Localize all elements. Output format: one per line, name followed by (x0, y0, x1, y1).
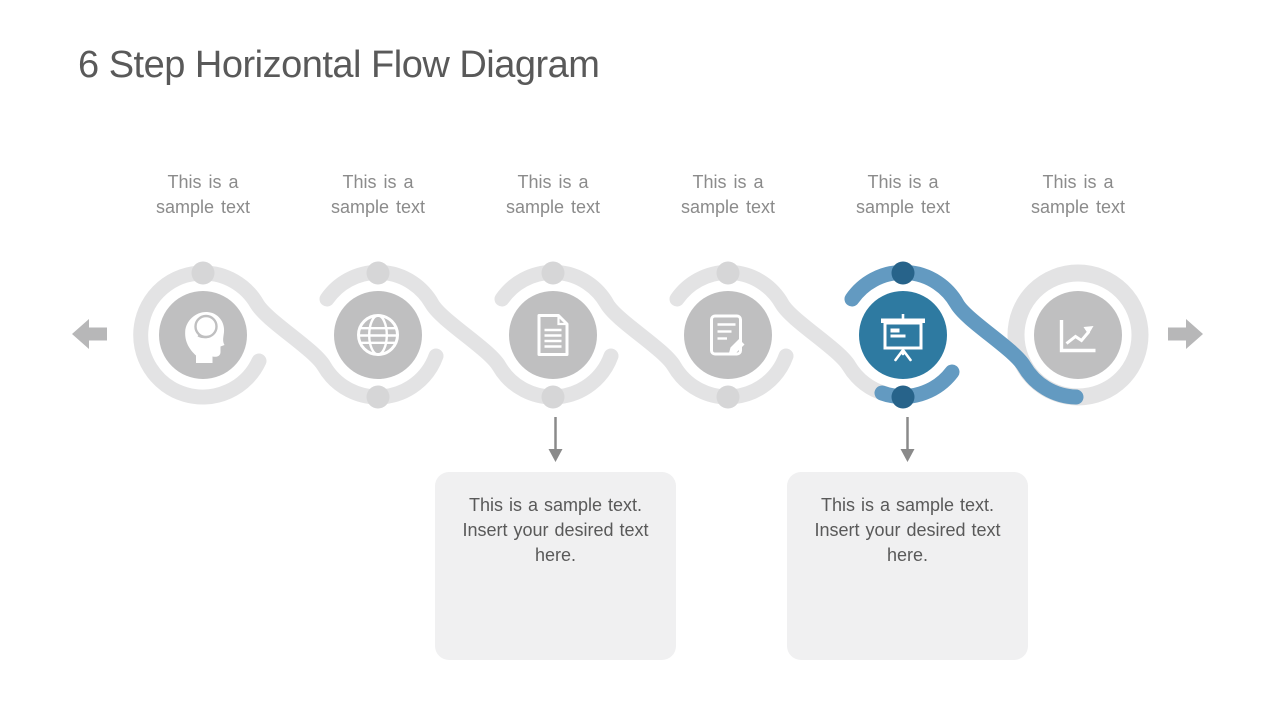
globe-icon (357, 314, 399, 356)
step-4-label: This is a sample text (680, 172, 776, 217)
dot-top-5 (891, 261, 915, 285)
step-2-label: This is a sample text (330, 172, 426, 217)
ribbon-intro-ring (133, 265, 267, 405)
step-6-label: This is a sample text (1030, 172, 1126, 217)
flow-start-arrow-icon (72, 319, 107, 349)
note-edit-icon (710, 314, 745, 356)
head-brain-icon (185, 311, 225, 363)
step-1-label: This is a sample text (155, 172, 251, 217)
dot-top-3 (541, 261, 565, 285)
document-icon (537, 314, 569, 356)
flow-end-arrow-icon (1168, 319, 1203, 349)
growth-chart-icon (1059, 320, 1096, 353)
presentation-board-icon (881, 314, 925, 362)
ribbon-segment-1 (195, 265, 444, 405)
down-arrow-connector-1 (548, 417, 563, 462)
callout-box-1[interactable]: This is a sample text. Insert your desir… (435, 472, 676, 660)
down-arrow-connector-2 (900, 417, 915, 462)
callout-box-2[interactable]: This is a sample text. Insert your desir… (787, 472, 1028, 660)
dot-top-1 (191, 261, 215, 285)
dot-top-4 (716, 261, 740, 285)
dot-bottom-2 (366, 385, 390, 409)
step-5-label: This is a sample text (855, 172, 951, 217)
dot-bottom-4 (716, 385, 740, 409)
dot-bottom-3 (541, 385, 565, 409)
slide-title: 6 Step Horizontal Flow Diagram (78, 44, 600, 86)
step-3-label: This is a sample text (505, 172, 601, 217)
ribbon-segment-5-highlight (844, 264, 1084, 405)
ribbon-segment-4 (669, 264, 894, 402)
dot-bottom-5 (891, 385, 915, 409)
step-4-node[interactable] (684, 291, 772, 379)
dot-top-2 (366, 261, 390, 285)
callout-text-1: This is a sample text. Insert your desir… (462, 495, 649, 565)
callout-text-2: This is a sample text. Insert your desir… (814, 495, 1001, 565)
ribbon-tail-5-highlight (874, 364, 960, 405)
step-6-node[interactable] (1034, 291, 1122, 379)
